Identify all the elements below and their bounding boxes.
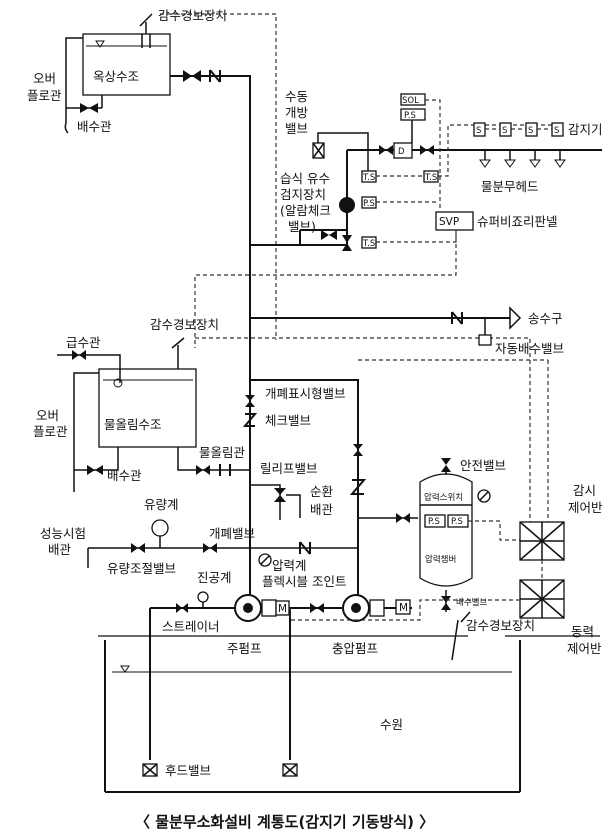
supply-pipe: 급수관 [57,335,121,383]
wet-detector-label-2: 검지장치 [280,187,326,202]
power-panel-label-1: 동력 [571,624,594,639]
flow-meter-label: 유량계 [144,497,179,512]
siamese-label: 송수구 [528,311,563,326]
foot-valves: 후드밸브 [142,763,298,778]
drain-top-label: 배수관 [77,119,112,134]
low-level-alarm-bottom: 감수경보장치 [451,611,535,661]
overflow-top-label-2: 플로관 [27,88,62,103]
manual-valve-label-1: 수동 [285,89,308,104]
wet-alarm-check-valve-section: 수동 개방 밸브 습식 유수 검지장치 (알람체크 밸브) T.S P.S T.… [250,89,602,251]
jockey-pump-motor-label: M [399,602,408,614]
overflow-drain-mid: 오버 플로관 배수관 [33,372,142,492]
wet-detector-label-1: 습식 유수 [280,171,330,186]
auto-drain-valve-label: 자동배수밸브 [495,341,564,356]
circulation-pipe-label-2: 배관 [310,502,334,517]
wet-detector-label-4: 밸브) [288,219,316,234]
foot-valve-label: 후드밸브 [165,763,211,778]
drain-valve-label: 배수밸브 [456,597,487,608]
low-level-alarm-top: 감수경보장치 [139,8,227,48]
detector-s-4: S [554,126,559,136]
low-level-alarm-mid-label: 감수경보장치 [150,317,219,332]
vacuum-gauge: 진공계 [197,570,232,608]
flexible-joint-label: 플렉시블 조인트 [262,574,346,589]
main-pump-label: 주펌프 [227,641,262,656]
roof-tank-valve [183,69,221,83]
pressure-chamber-ps-2: P.S [451,517,463,527]
main-pump-motor-label: M [278,603,287,615]
sol-label: SOL [402,96,419,106]
siamese-connection: 송수구 자동배수밸브 [250,306,564,356]
priming-pipe: 물올림관 [177,445,250,476]
supervisory-panel-label: 슈퍼비죠리판넬 [477,214,558,229]
relief-valve: 릴리프밸브 순환 배관 [250,461,334,520]
performance-test-pipe: 유량계 성능시험 배관 개폐밸브 유량조절밸브 [40,497,358,576]
pressure-switch-label: 압력스위치 [424,492,463,503]
detector-s-1: S [476,126,481,136]
power-panel-label-2: 제어반 [567,641,602,656]
circulation-pipe-label-1: 순환 [310,484,334,499]
strainer-label: 스트레이너 [162,619,220,634]
drain-mid-label: 배수관 [107,468,142,483]
pressure-chamber-label: 압력챔버 [425,554,456,565]
spray-heads: 물분무헤드 [479,150,566,194]
open-close-valve-label: 개폐밸브 [209,526,255,541]
roof-tank: 옥상수조 [82,33,171,96]
pressure-chamber: 압력스위치 P.S P.S 압력챔버 안전밸브 배수밸브 [358,458,520,612]
ps-label-2: P.S [404,111,416,121]
wet-detector-label-3: (알람체크 [280,203,331,218]
pressure-gauge-label: 압력계 [272,558,307,573]
pressure-chamber-ps-1: P.S [428,517,440,527]
jockey-pump: M 충압펌프 [310,594,411,656]
ts-label-2: T.S [362,239,375,249]
monitoring-panel-label-1: 감시 [573,483,596,498]
priming-tank-label: 물올림수조 [104,417,162,432]
safety-valve-label: 안전밸브 [460,458,506,473]
overflow-mid-label-1: 오버 [36,408,59,423]
vacuum-gauge-label: 진공계 [197,570,232,585]
detector-s-3: S [528,126,533,136]
priming-pipe-label: 물올림관 [199,445,246,460]
open-indicator-valve-label: 개폐표시형밸브 [265,386,346,401]
performance-test-label-2: 배관 [48,542,72,557]
spray-head-label: 물분무헤드 [481,179,539,194]
detector-label: 감지기 [568,122,603,137]
supervisory-panel: SVP 슈퍼비죠리판넬 [194,211,558,348]
manual-valve-label-3: 밸브 [285,121,308,136]
low-level-alarm-bottom-label: 감수경보장치 [466,618,535,633]
roof-tank-label: 옥상수조 [93,69,139,84]
ps-label-1: P.S [363,199,375,209]
pump-suction-line: 스트레이너 [149,603,412,760]
check-valve-label: 체크밸브 [265,413,311,428]
monitoring-panel-label-2: 제어반 [568,500,603,515]
performance-test-label-1: 성능시험 [40,526,86,541]
low-level-alarm-top-label: 감수경보장치 [158,8,227,23]
deluge-d-label: D [398,147,405,157]
diagram-caption: 〈 물분무소화설비 계통도(감지기 기동방식) 〉 [135,813,434,831]
priming-tank: 물올림수조 [98,337,197,448]
water-source: 수원 [98,635,600,793]
ts-label-1: T.S [362,173,375,183]
water-source-label: 수원 [380,717,403,732]
detector-s-2: S [502,126,507,136]
detectors: S S S S 감지기 [473,122,603,137]
svp-label: SVP [439,216,459,228]
overflow-mid-label-2: 플로관 [33,424,68,439]
main-pump: M 주펌프 [227,594,290,656]
manual-valve-label-2: 개방 [285,105,309,120]
pressure-gauge: 압력계 [258,553,307,573]
jockey-pump-label: 충압펌프 [332,641,378,656]
overflow-top-label-1: 오버 [33,71,56,86]
low-level-alarm-mid: 감수경보장치 [150,317,531,555]
main-riser: 개폐표시형밸브 체크밸브 [242,379,367,608]
power-panel: 동력 제어반 [519,579,602,656]
supply-pipe-label: 급수관 [66,335,101,350]
monitoring-panel: 감시 제어반 [519,483,603,561]
flow-control-valve-label: 유량조절밸브 [107,561,176,576]
ts-label-3: T.S [424,173,437,183]
overflow-drain-top: 오버 플로관 배수관 [27,37,112,134]
relief-valve-label: 릴리프밸브 [260,461,318,476]
